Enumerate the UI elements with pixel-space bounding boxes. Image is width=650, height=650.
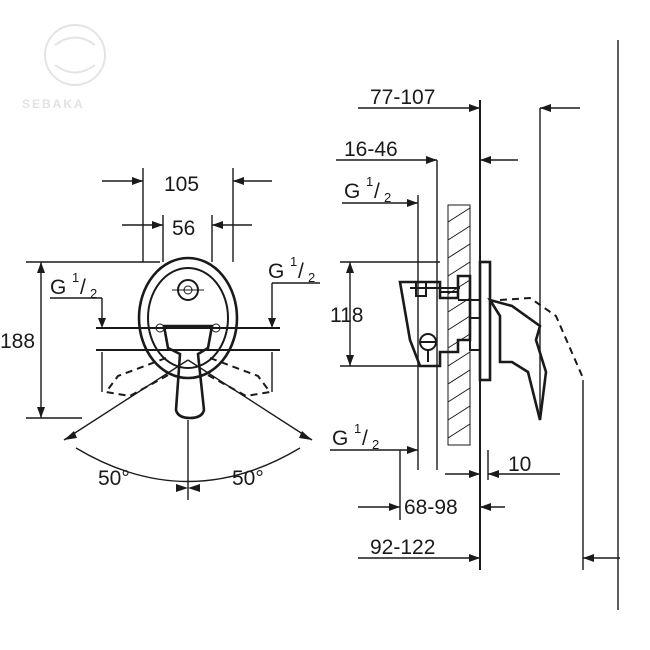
angle-left: 50° <box>98 467 130 490</box>
svg-text:1: 1 <box>72 270 79 285</box>
svg-text:1: 1 <box>290 254 297 269</box>
svg-text:/: / <box>80 276 86 299</box>
thread-label-front-right: G 1 / 2 <box>268 254 315 285</box>
svg-text:2: 2 <box>90 286 97 301</box>
watermark-logo: SEBAKA <box>22 24 106 111</box>
svg-text:/: / <box>298 260 304 283</box>
watermark-text: SEBAKA <box>22 97 85 111</box>
svg-text:G: G <box>332 427 348 450</box>
svg-text:G: G <box>344 180 360 203</box>
svg-text:1: 1 <box>354 421 361 436</box>
svg-text:2: 2 <box>308 270 315 285</box>
dim-depth-small: 16-46 <box>344 138 398 161</box>
svg-text:G: G <box>50 276 66 299</box>
side-view <box>330 40 620 610</box>
svg-text:1: 1 <box>366 174 373 189</box>
dim-depth-bottom: 92-122 <box>370 536 435 559</box>
dim-height-front: 188 <box>0 330 35 353</box>
dim-width-inner: 56 <box>172 217 195 240</box>
dim-offset: 10 <box>508 453 531 476</box>
svg-text:G: G <box>268 260 284 283</box>
dim-height-side: 118 <box>330 304 363 327</box>
svg-text:/: / <box>374 180 380 203</box>
svg-text:/: / <box>362 427 368 450</box>
dim-width-outer: 105 <box>164 173 199 196</box>
thread-label-side-top: G 1 / 2 <box>344 174 391 205</box>
angle-right: 50° <box>232 467 264 490</box>
svg-text:2: 2 <box>372 437 379 452</box>
thread-label-front-left: G 1 / 2 <box>50 270 97 301</box>
svg-text:2: 2 <box>384 190 391 205</box>
dim-depth-top: 77-107 <box>370 86 435 109</box>
dim-depth-mid: 68-98 <box>404 496 458 519</box>
front-view <box>26 168 320 500</box>
thread-label-side-bottom: G 1 / 2 <box>332 421 379 452</box>
